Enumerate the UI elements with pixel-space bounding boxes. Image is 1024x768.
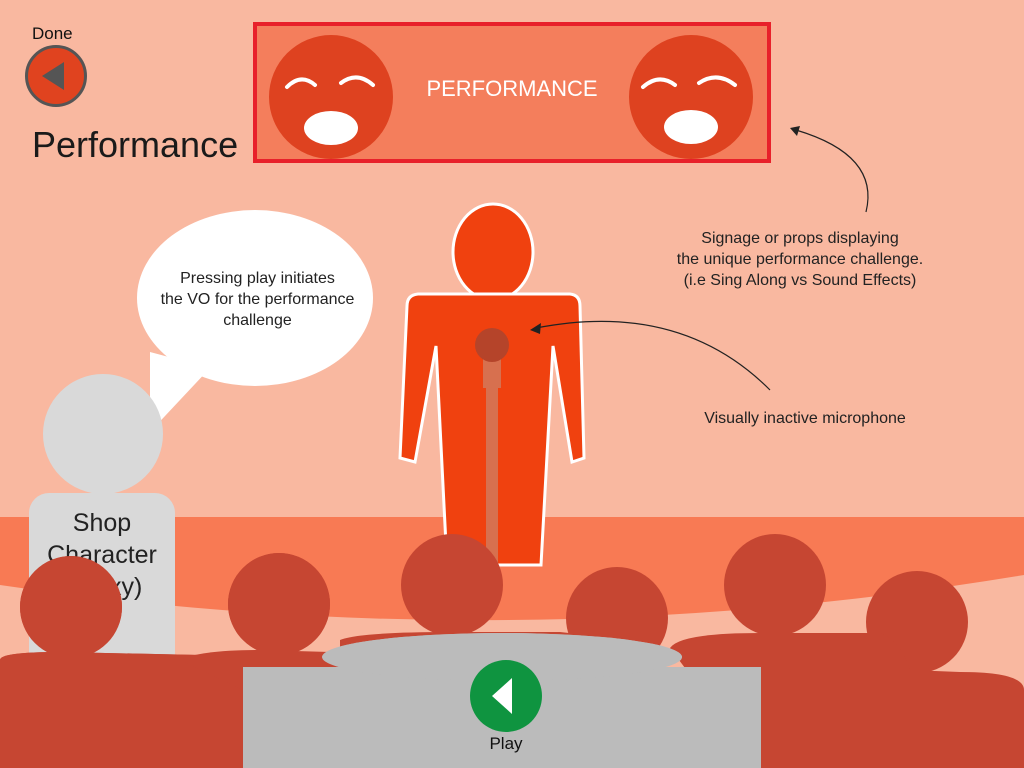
back-arrow-icon — [42, 62, 64, 90]
shop-label-line: Shop — [72, 509, 132, 537]
signage-note-line: (i.e Sing Along vs Sound Effects) — [683, 272, 917, 289]
page-title: Performance — [32, 124, 239, 165]
signage-note-line: the unique performance challenge. — [676, 251, 924, 268]
play-label: Play — [489, 734, 523, 753]
microphone-icon — [475, 328, 509, 565]
play-button[interactable] — [470, 660, 542, 732]
shop-label-line: (Proxy) — [61, 573, 143, 601]
bubble-line: challenge — [223, 312, 292, 329]
signage-note-line: Signage or props displaying — [701, 230, 899, 247]
singing-face-icon — [629, 35, 753, 159]
sign-title: PERFORMANCE — [426, 76, 598, 101]
play-arrow-icon — [492, 678, 512, 714]
performance-sign: PERFORMANCE — [253, 22, 771, 163]
shop-character-label: Shop Character (Proxy) — [34, 507, 170, 603]
back-button[interactable] — [25, 45, 87, 107]
bubble-line: the VO for the performance — [160, 291, 355, 308]
signage-note: Signage or props displaying the unique p… — [640, 228, 960, 291]
annotation-arrows — [535, 129, 869, 391]
shop-label-line: Character — [47, 541, 157, 569]
singing-face-icon — [269, 35, 393, 159]
bubble-line: Pressing play initiates — [180, 270, 335, 287]
microphone-note: Visually inactive microphone — [704, 410, 906, 427]
speech-bubble-text: Pressing play initiates the VO for the p… — [140, 268, 375, 331]
speech-bubble — [137, 210, 373, 432]
done-label: Done — [32, 24, 73, 43]
